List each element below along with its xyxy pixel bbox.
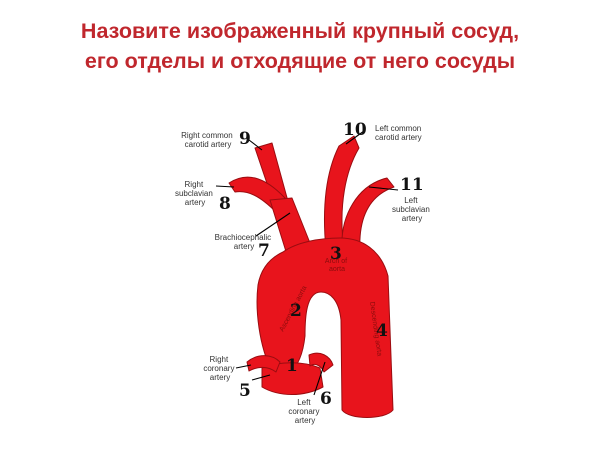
left-coronary-shape [308, 352, 334, 373]
right-coronary-label: Right coronary artery [203, 355, 236, 382]
brachiocephalic-label: Brachiocephalic artery [215, 233, 274, 251]
title-line-1: Назовите изображенный крупный сосуд, [80, 19, 520, 43]
number-1: 1 [286, 356, 298, 376]
leader-lines [215, 130, 399, 396]
number-3: 3 [330, 244, 342, 264]
right-common-carotid-label: Right common carotid artery [181, 131, 235, 149]
number-11: 11 [400, 175, 424, 195]
left-subclavian-shape [341, 177, 395, 253]
right-subclavian-label: Right subclavian artery [175, 180, 215, 207]
number-6: 6 [320, 389, 332, 409]
number-9: 9 [239, 129, 251, 149]
number-2: 2 [290, 301, 302, 321]
left-common-carotid-label: Left common carotid artery [375, 124, 423, 142]
left-coronary-label: Left coronary artery [288, 398, 321, 425]
number-10: 10 [343, 120, 367, 140]
aorta-vessel [228, 135, 395, 418]
arch-of-aorta-label: Arch of aorta [325, 258, 349, 273]
right-coronary-shape [246, 355, 281, 373]
title-line-2: его отделы и отходящие от него сосуды [84, 49, 516, 73]
number-7: 7 [258, 241, 270, 261]
aorta-main-shape [256, 237, 394, 418]
number-4: 4 [376, 321, 388, 341]
number-8: 8 [219, 194, 231, 214]
slide-title: Назовите изображенный крупный сосуд, его… [0, 16, 600, 76]
aortic-root-shape [261, 362, 324, 395]
left-subclavian-label: Left subclavian artery [392, 196, 432, 223]
number-5: 5 [239, 381, 251, 401]
